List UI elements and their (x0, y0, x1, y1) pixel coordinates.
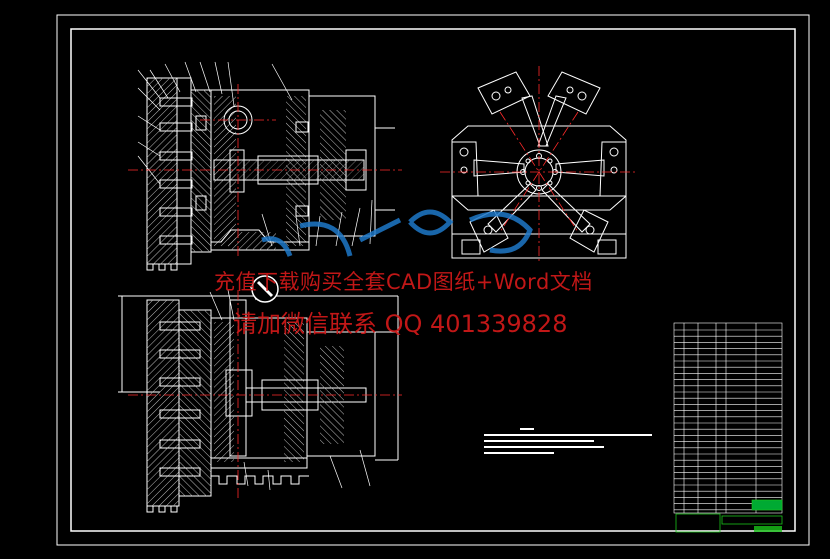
parts-list-table (673, 322, 783, 514)
technical-notes (484, 428, 652, 454)
watermark-text-line1: 充值下载购买全套CAD图纸+Word文档 (214, 270, 593, 294)
outer-sheet-border (56, 14, 810, 546)
chuck-centerlines (440, 66, 638, 262)
top-view-centerlines (128, 84, 402, 258)
inner-drawing-frame (70, 28, 796, 532)
watermark-logo (261, 209, 533, 257)
watermark-badge-icon (251, 275, 279, 303)
top-section-view (137, 61, 395, 271)
watermark-text-line2: 请加微信联系 QQ 401339828 (233, 310, 568, 338)
bottom-view-centerlines (128, 290, 402, 500)
title-block-green (675, 499, 783, 533)
